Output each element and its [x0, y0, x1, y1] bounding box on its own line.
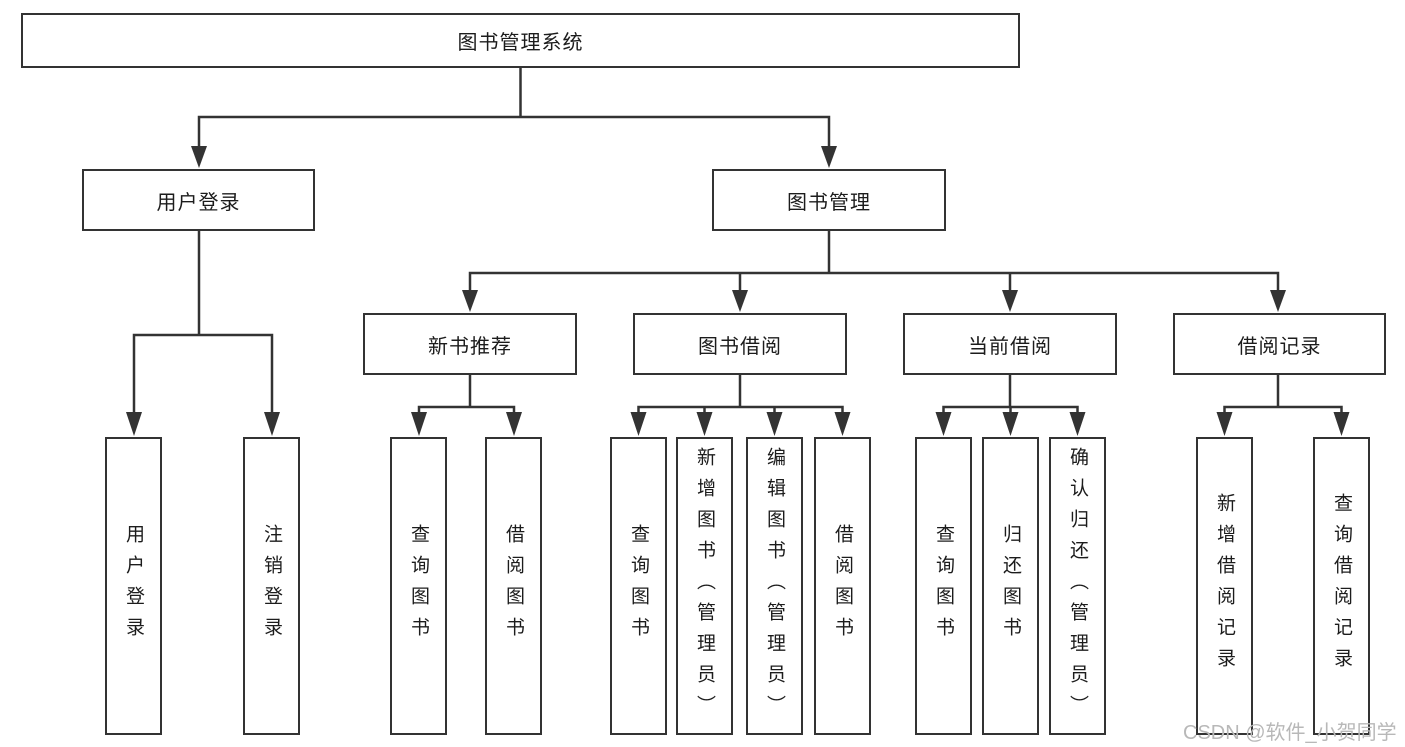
leaf-return-book-label: 归还图书: [1000, 524, 1021, 648]
leaf-query-books-current: 查询图书: [915, 437, 972, 735]
node-user-login: 用户登录: [82, 169, 315, 231]
connector-paths: [132, 68, 1343, 413]
node-borrow-records-label: 借阅记录: [1237, 335, 1322, 358]
leaf-query-borrow-record-label: 查询借阅记录: [1331, 493, 1352, 679]
node-root-system-label: 图书管理系统: [457, 32, 584, 54]
leaf-borrow-books: 借阅图书: [814, 437, 871, 735]
leaf-confirm-return-admin: 确认归还（管理员）: [1049, 437, 1106, 735]
leaf-query-books-borrow-label: 查询图书: [628, 524, 649, 648]
leaf-user-login: 用户登录: [105, 437, 162, 735]
leaf-edit-book-admin-label: 编辑图书（管理员）: [764, 446, 785, 726]
node-current-borrow: 当前借阅: [903, 313, 1117, 375]
leaf-borrow-books-label: 借阅图书: [832, 524, 853, 648]
leaf-borrow-books-recommend: 借阅图书: [485, 437, 542, 735]
leaf-add-borrow-record: 新增借阅记录: [1196, 437, 1253, 735]
node-borrow-records: 借阅记录: [1173, 313, 1386, 375]
node-book-management-label: 图书管理: [787, 191, 871, 214]
node-root-system: 图书管理系统: [21, 13, 1020, 68]
node-book-borrow: 图书借阅: [633, 313, 847, 375]
leaf-borrow-books-recommend-label: 借阅图书: [503, 524, 524, 648]
leaf-add-borrow-record-label: 新增借阅记录: [1214, 493, 1235, 679]
arrowheads: [126, 146, 1350, 436]
leaf-logout-label: 注销登录: [261, 524, 282, 648]
node-book-borrow-label: 图书借阅: [698, 335, 782, 358]
leaf-confirm-return-admin-label: 确认归还（管理员）: [1067, 446, 1088, 726]
node-new-book-recommend-label: 新书推荐: [428, 335, 512, 358]
leaf-query-books-borrow: 查询图书: [610, 437, 667, 735]
leaf-query-books-current-label: 查询图书: [933, 524, 954, 648]
leaf-edit-book-admin: 编辑图书（管理员）: [746, 437, 803, 735]
leaf-query-books-recommend: 查询图书: [390, 437, 447, 735]
node-new-book-recommend: 新书推荐: [363, 313, 577, 375]
node-current-borrow-label: 当前借阅: [968, 335, 1052, 358]
leaf-return-book: 归还图书: [982, 437, 1039, 735]
leaf-query-borrow-record: 查询借阅记录: [1313, 437, 1370, 735]
leaf-add-book-admin-label: 新增图书（管理员）: [694, 446, 715, 726]
node-book-management: 图书管理: [712, 169, 946, 231]
leaf-query-books-recommend-label: 查询图书: [408, 524, 429, 648]
csdn-watermark: CSDN @软件_小贺同学: [1183, 722, 1397, 744]
node-user-login-label: 用户登录: [156, 191, 241, 214]
leaf-user-login-label: 用户登录: [123, 524, 144, 648]
leaf-logout: 注销登录: [243, 437, 300, 735]
leaf-add-book-admin: 新增图书（管理员）: [676, 437, 733, 735]
